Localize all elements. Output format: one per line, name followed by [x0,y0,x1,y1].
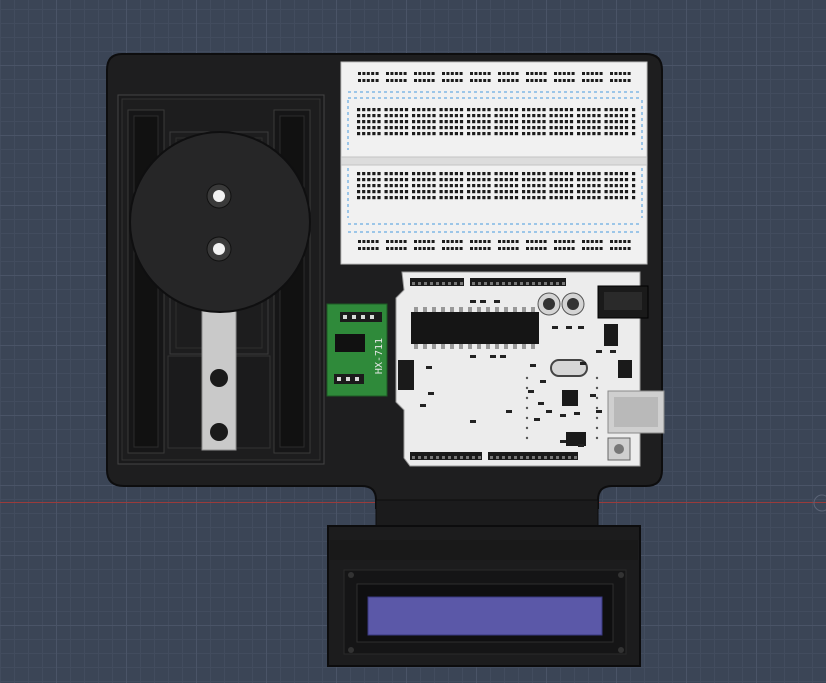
reset-button-icon[interactable] [607,437,631,461]
usb-port-icon [607,390,665,434]
lcd-screen [367,596,603,636]
arduino-board[interactable] [395,271,665,467]
lcd-housing[interactable] [327,525,641,667]
crystal-oscillator-icon [550,359,588,377]
breadboard[interactable] [340,61,648,265]
hx711-module[interactable]: HX-711 [326,303,388,397]
viewport-edge-handle[interactable] [813,494,826,512]
hx711-label: HX-711 [374,338,385,374]
breadboard-rails [347,91,643,233]
breadboard-holes [357,72,636,250]
load-cell-assembly[interactable] [117,94,325,465]
